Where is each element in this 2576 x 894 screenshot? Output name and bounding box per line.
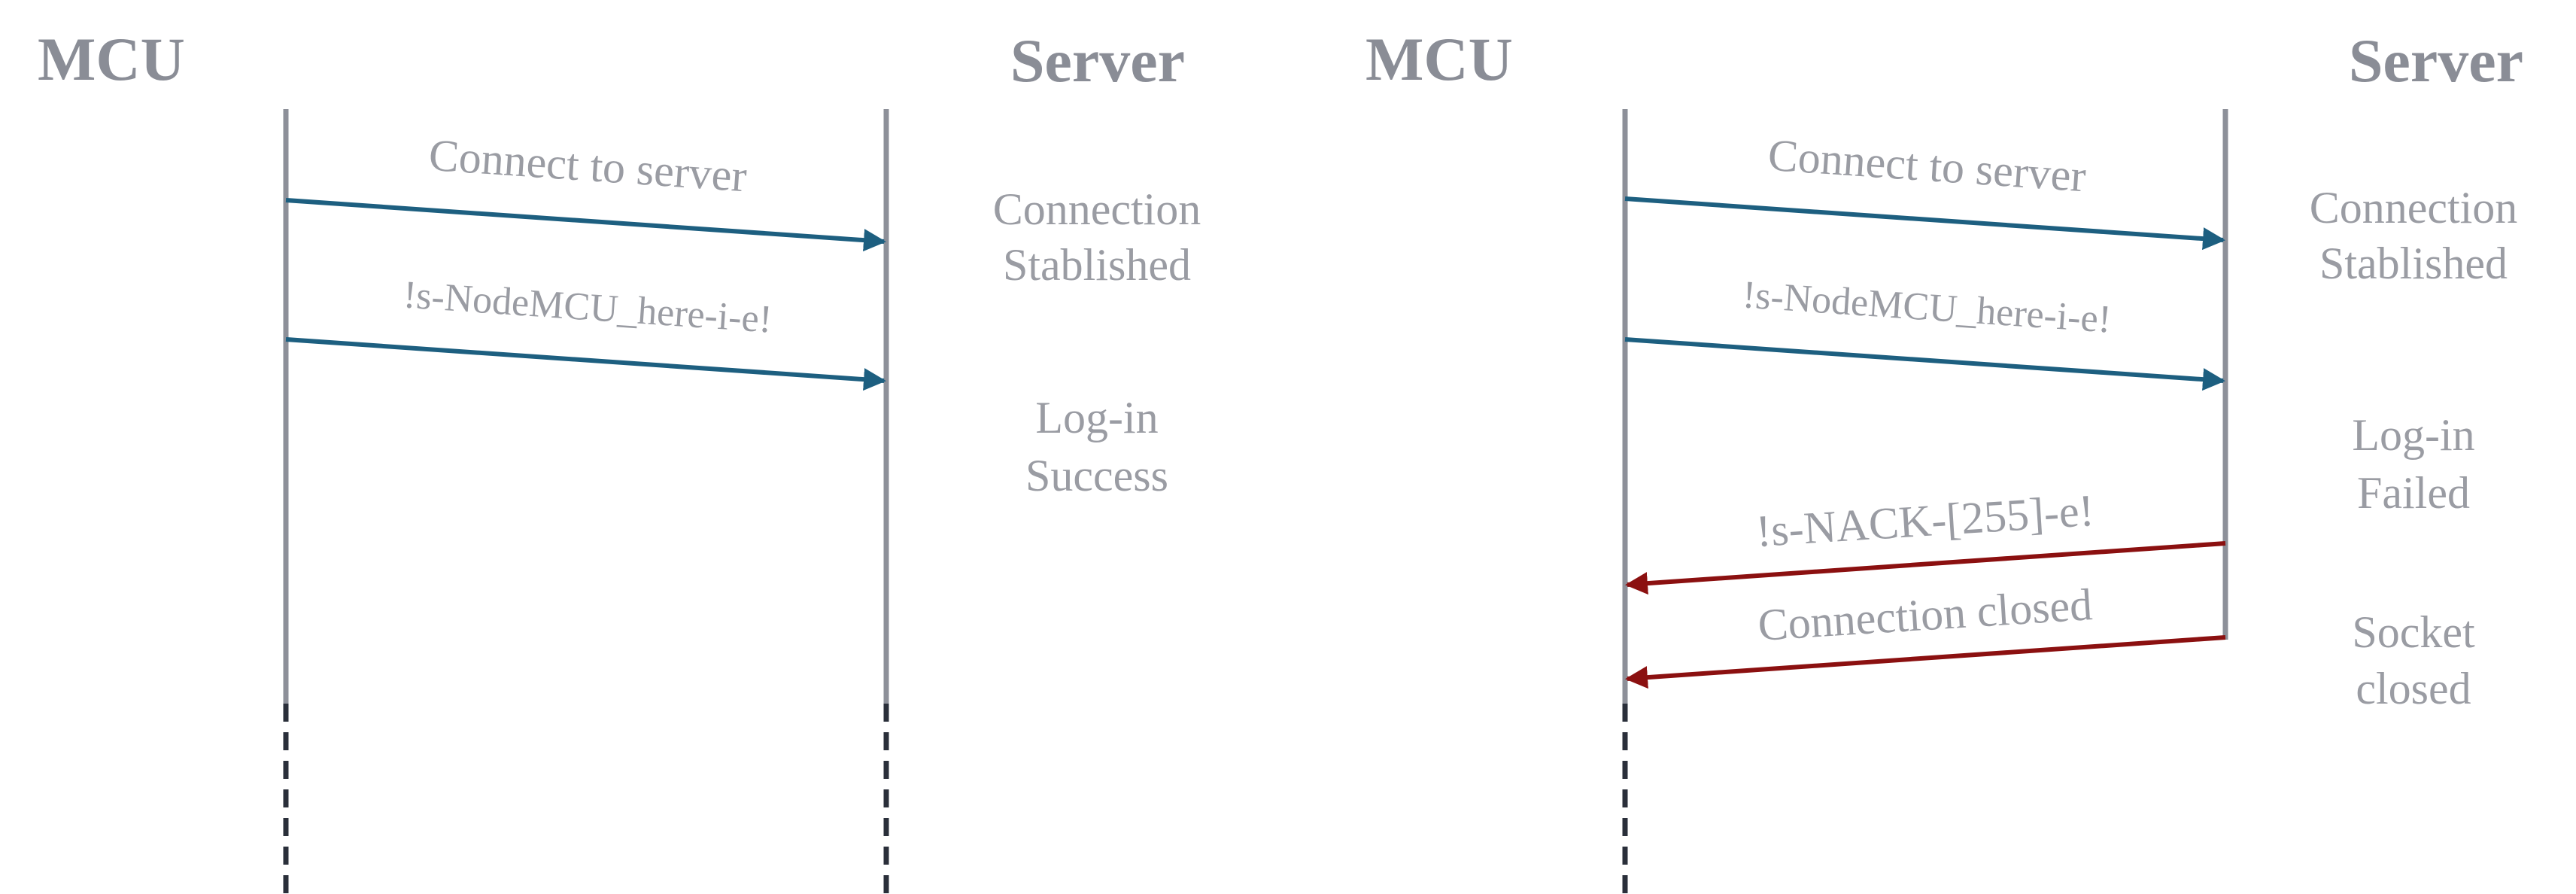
note-connection-established: Connection Stablished bbox=[2310, 183, 2518, 288]
note-line: Log-in bbox=[1035, 393, 1158, 442]
note-line: Stablished bbox=[2319, 239, 2508, 288]
note-line: Log-in bbox=[2352, 410, 2474, 460]
arrow-login bbox=[1624, 337, 2225, 391]
note-line: Success bbox=[1025, 451, 1168, 500]
arrow-connect bbox=[285, 198, 886, 252]
note-line: closed bbox=[2356, 664, 2471, 713]
server-header: Server bbox=[1010, 26, 1185, 95]
server-header: Server bbox=[2349, 26, 2523, 95]
note-line: Stablished bbox=[1003, 240, 1191, 290]
note-line: Failed bbox=[2357, 468, 2470, 518]
message-label-connection-closed: Connection closed bbox=[1757, 579, 2094, 650]
message-label-connect: Connect to server bbox=[1766, 130, 2088, 202]
note-login-failed: Log-in Failed bbox=[2352, 410, 2474, 518]
arrow-connect bbox=[1624, 196, 2225, 251]
message-label-nack: !s-NACK-[255]-e! bbox=[1754, 485, 2095, 556]
note-socket-closed: Socket closed bbox=[2352, 607, 2475, 713]
note-line: Socket bbox=[2352, 607, 2475, 657]
note-login-success: Log-in Success bbox=[1025, 393, 1168, 500]
message-label-login: !s-NodeMCU_here-i-e! bbox=[1741, 273, 2113, 341]
arrow-nack bbox=[1625, 541, 2226, 595]
message-label-login: !s-NodeMCU_here-i-e! bbox=[402, 273, 773, 341]
panel-login-success: MCU Server Connect to server !s-NodeMCU_… bbox=[38, 25, 1201, 894]
arrow-login bbox=[285, 337, 886, 391]
note-line: Connection bbox=[2310, 183, 2518, 233]
mcu-header: MCU bbox=[1365, 25, 1513, 93]
note-line: Connection bbox=[993, 184, 1201, 234]
note-connection-established: Connection Stablished bbox=[993, 184, 1201, 290]
panel-login-failed: MCU Server Connect to server !s-NodeMCU_… bbox=[1365, 25, 2523, 894]
arrow-connection-closed bbox=[1625, 635, 2226, 689]
mcu-header: MCU bbox=[38, 25, 185, 93]
message-label-connect: Connect to server bbox=[427, 130, 749, 202]
